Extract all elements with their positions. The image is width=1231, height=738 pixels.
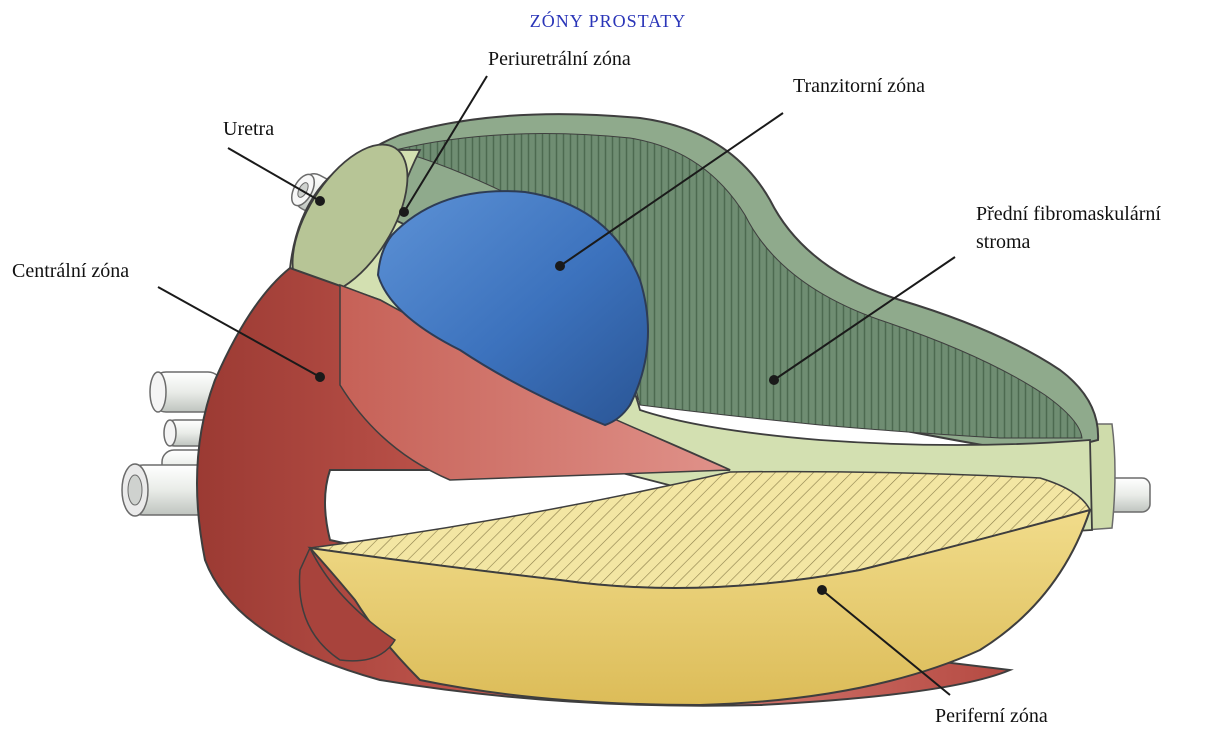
peripheral-label: Periferní zóna [935,705,1048,727]
anterior-stroma-label-line2: stroma [976,231,1031,253]
anterior-stroma-label-line1: Přední fibromaskulární [976,203,1161,225]
diagram-title: ZÓNY PROSTATY [530,10,686,31]
central-label: Centrální zóna [12,260,129,282]
transition-label: Tranzitorní zóna [793,75,925,97]
periurethral-label: Periuretrální zóna [488,48,631,70]
urethra-label: Uretra [223,118,274,140]
